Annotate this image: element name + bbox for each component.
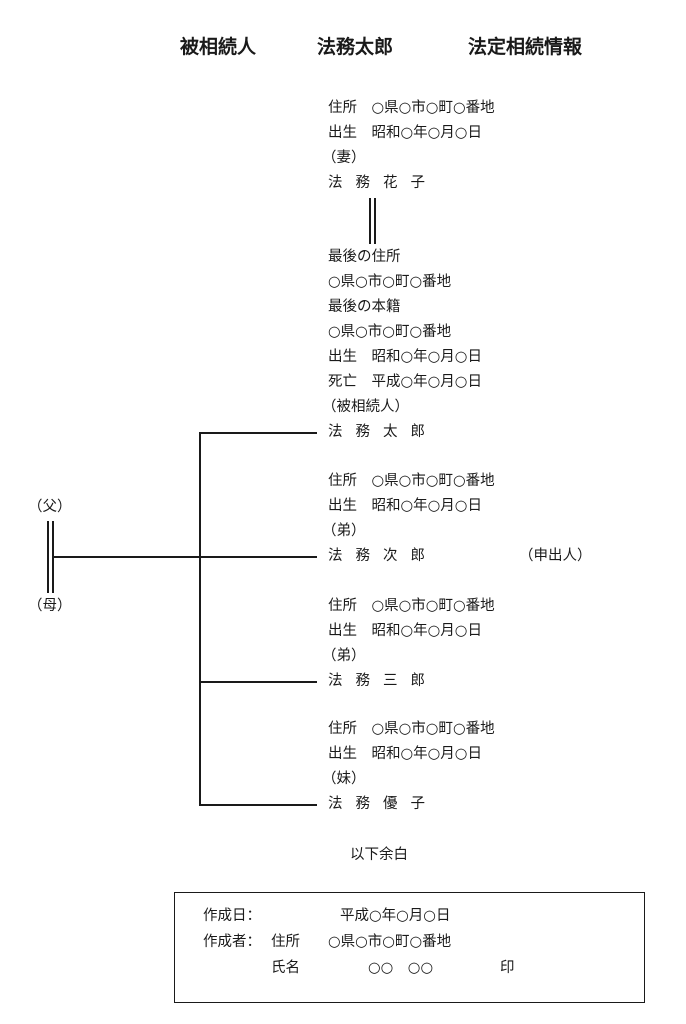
deceased-last-address: ○県○市○町○番地 — [328, 274, 452, 290]
branch-brother2 — [199, 681, 317, 683]
brother2-relation: （弟） — [322, 648, 366, 664]
deceased-relation: （被相続人） — [322, 399, 409, 415]
parents-line-left — [47, 521, 49, 593]
siblings-vertical-line — [199, 432, 201, 805]
parents-connector — [53, 556, 199, 558]
header-deceased-label: 被相続人 — [180, 36, 257, 58]
header-deceased-name: 法務太郎 — [317, 36, 394, 58]
wife-name: 法務花子 — [328, 175, 438, 191]
branch-sister — [199, 804, 317, 806]
author-address-value: ○県○市○町○番地 — [328, 934, 452, 950]
sister-address: 住所 ○県○市○町○番地 — [328, 721, 495, 737]
deceased-death: 死亡 平成○年○月○日 — [328, 374, 482, 390]
brother2-birth: 出生 昭和○年○月○日 — [328, 623, 482, 639]
brother2-name: 法務三郎 — [328, 673, 438, 689]
page-title: 法定相続情報 — [468, 36, 583, 58]
parents-line-right — [52, 521, 54, 593]
applicant-label: （申出人） — [519, 548, 592, 564]
author-name-value: ○○ ○○ — [368, 960, 434, 976]
author-label: 作成者： — [203, 934, 261, 950]
deceased-birth: 出生 昭和○年○月○日 — [328, 349, 482, 365]
date-value: 平成○年○月○日 — [340, 908, 451, 924]
deceased-name: 法務太郎 — [328, 424, 438, 440]
wife-address: 住所 ○県○市○町○番地 — [328, 100, 495, 116]
end-note: 以下余白 — [350, 847, 408, 863]
wife-birth: 出生 昭和○年○月○日 — [328, 125, 482, 141]
deceased-last-address-label: 最後の住所 — [328, 249, 401, 265]
sister-relation: （妹） — [322, 771, 366, 787]
mother-label: （母） — [28, 598, 72, 614]
brother1-address: 住所 ○県○市○町○番地 — [328, 473, 495, 489]
deceased-last-domicile-label: 最後の本籍 — [328, 299, 401, 315]
deceased-last-domicile: ○県○市○町○番地 — [328, 324, 452, 340]
brother1-birth: 出生 昭和○年○月○日 — [328, 498, 482, 514]
marriage-line-right — [374, 198, 376, 244]
branch-deceased — [199, 432, 317, 434]
seal-mark: 印 — [500, 960, 515, 976]
author-address-label: 住所 — [271, 934, 300, 950]
author-name-label: 氏名 — [271, 960, 300, 976]
sister-birth: 出生 昭和○年○月○日 — [328, 746, 482, 762]
branch-brother1 — [199, 556, 317, 558]
father-label: （父） — [28, 499, 72, 515]
creator-info-box — [174, 892, 645, 1003]
brother1-relation: （弟） — [322, 523, 366, 539]
brother2-address: 住所 ○県○市○町○番地 — [328, 598, 495, 614]
wife-relation: （妻） — [322, 150, 366, 166]
marriage-line-left — [369, 198, 371, 244]
sister-name: 法務優子 — [328, 796, 438, 812]
date-label: 作成日： — [203, 908, 261, 924]
brother1-name: 法務次郎 — [328, 548, 438, 564]
